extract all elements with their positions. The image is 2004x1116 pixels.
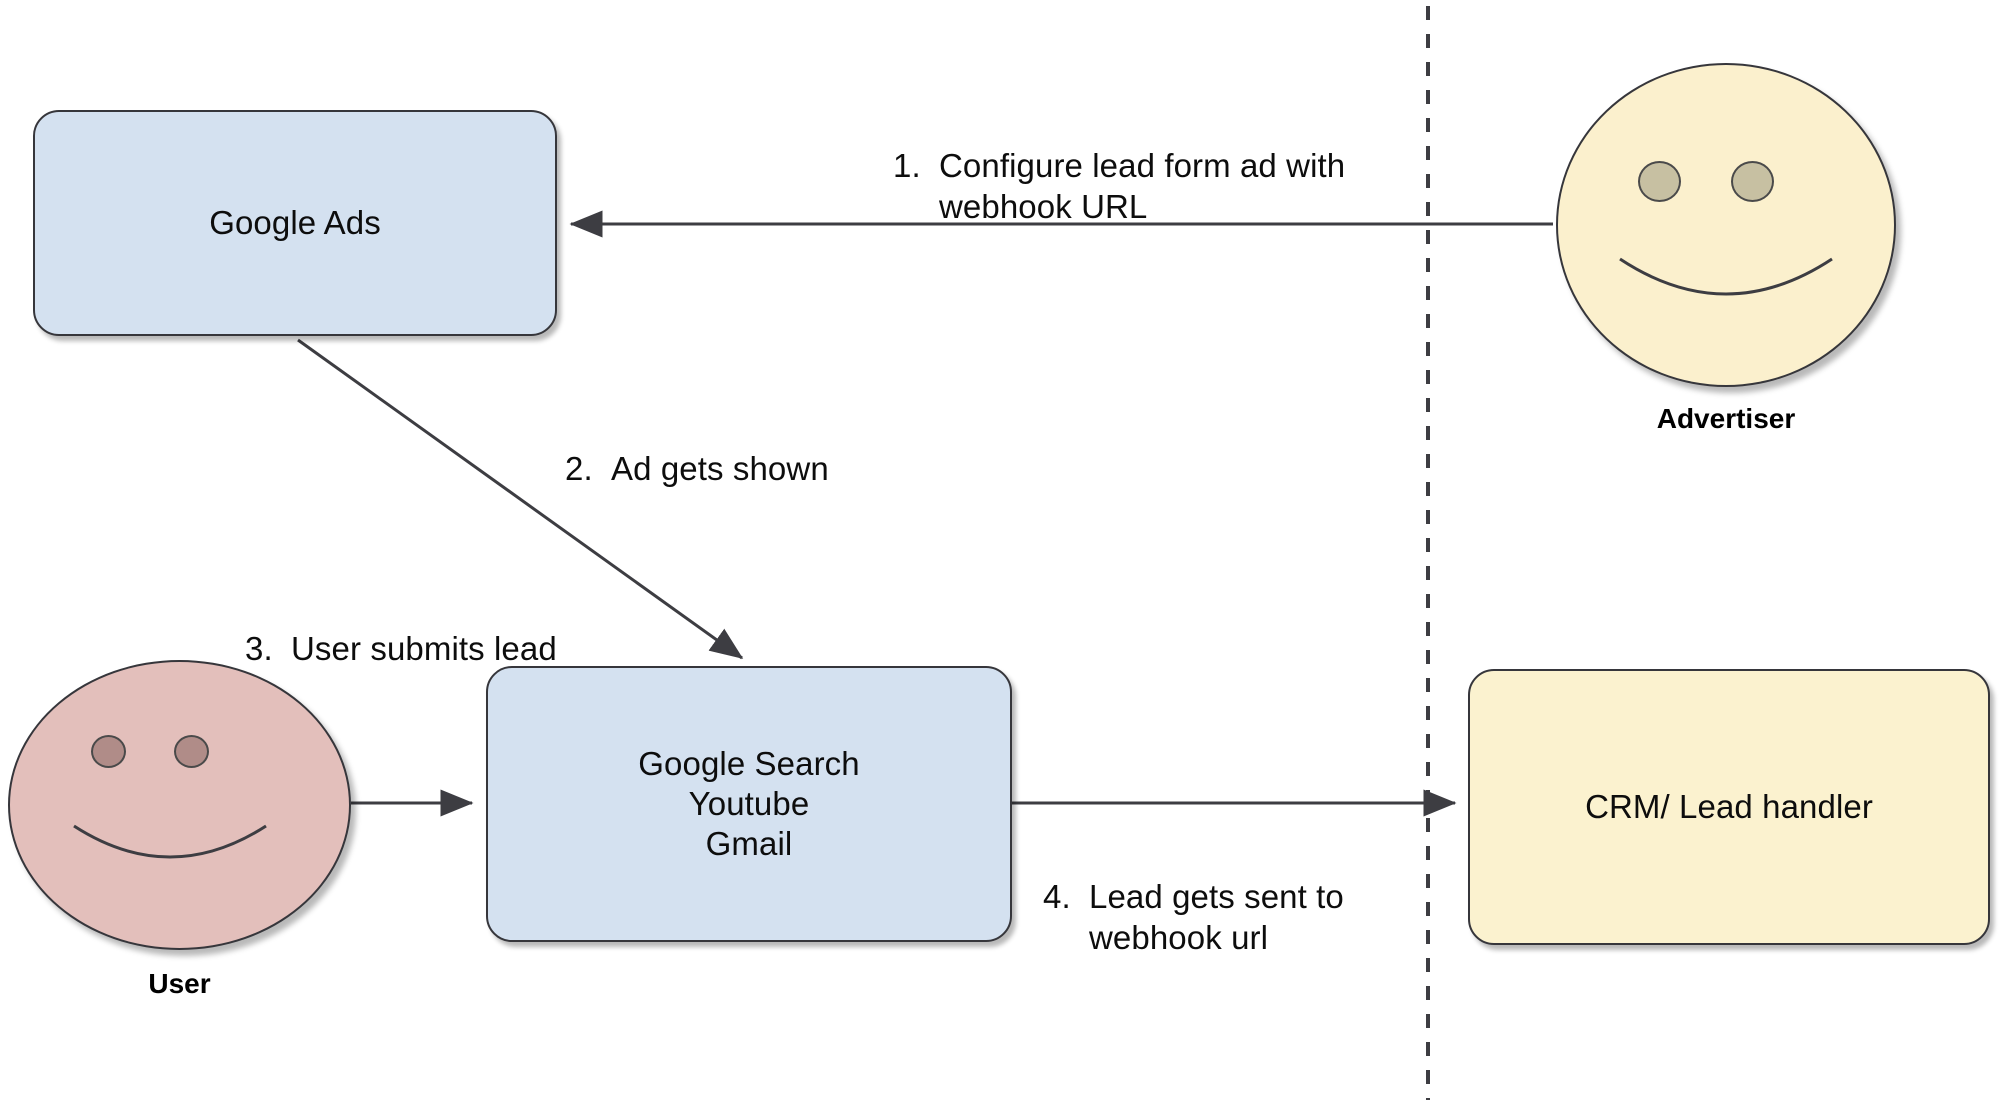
actor-user[interactable]: User: [8, 660, 351, 999]
advertiser-right-eye-icon: [1731, 161, 1774, 202]
step-3-text: User submits lead: [291, 630, 557, 668]
advertiser-smile-icon: [1619, 257, 1833, 296]
advertiser-face-icon: [1556, 63, 1896, 387]
advertiser-left-eye-icon: [1638, 161, 1681, 202]
node-google-ads-label: Google Ads: [209, 203, 381, 241]
node-google-ads[interactable]: Google Ads: [33, 110, 557, 336]
actor-user-label: User: [148, 968, 211, 999]
user-smile-icon: [73, 824, 267, 859]
user-right-eye-icon: [174, 735, 209, 768]
actor-advertiser-label: Advertiser: [1656, 403, 1796, 434]
step-1-text: Configure lead form ad with webhook URL: [939, 147, 1346, 225]
user-left-eye-icon: [91, 735, 126, 768]
step-2-caption: 2. Ad gets shown: [565, 409, 905, 490]
node-google-surfaces-label: Google Search Youtube Gmail: [638, 744, 860, 863]
step-1-number: 1.: [893, 147, 921, 185]
step-2-number: 2.: [565, 450, 593, 488]
user-face-icon: [8, 660, 351, 950]
node-google-surfaces[interactable]: Google Search Youtube Gmail: [486, 666, 1012, 942]
step-2-text: Ad gets shown: [611, 450, 829, 488]
step-3-number: 3.: [245, 630, 273, 668]
node-crm[interactable]: CRM/ Lead handler: [1468, 669, 1990, 945]
step-3-caption: 3. User submits lead: [245, 589, 585, 670]
step-4-text: Lead gets sent to webhook url: [1089, 878, 1344, 956]
node-crm-label: CRM/ Lead handler: [1585, 787, 1873, 825]
step-4-number: 4.: [1043, 878, 1071, 916]
step-4-caption: 4. Lead gets sent to webhook url: [1043, 837, 1403, 958]
actor-advertiser[interactable]: Advertiser: [1556, 63, 1896, 434]
step-1-caption: 1. Configure lead form ad with webhook UR…: [893, 106, 1413, 227]
